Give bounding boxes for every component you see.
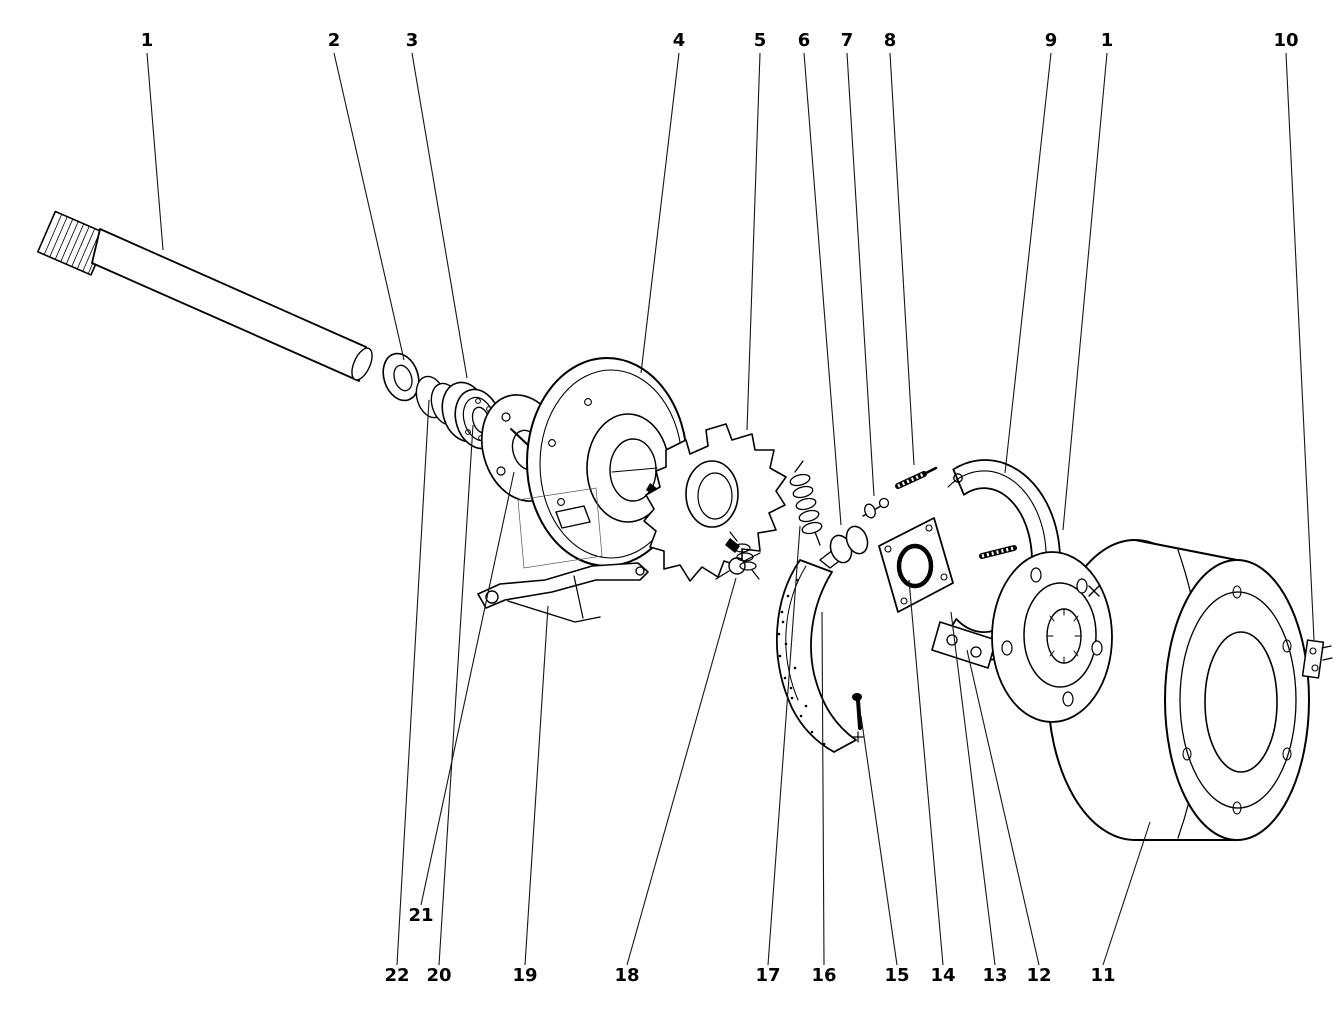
callout-label-21-11: 21 xyxy=(408,905,433,926)
callout-label-1-0: 1 xyxy=(141,30,154,51)
hold-down-pin-drawing xyxy=(852,693,864,743)
brake-shoe-drawing xyxy=(776,545,857,753)
wheel-stud-drawing xyxy=(979,545,1017,559)
callout-label-10-10: 10 xyxy=(1273,30,1298,51)
callout-label-18-15: 18 xyxy=(614,965,639,986)
callout-label-22-12: 22 xyxy=(384,965,409,986)
leader-line-11-22 xyxy=(1102,821,1151,966)
callout-label-19-14: 19 xyxy=(512,965,537,986)
callout-label-4-3: 4 xyxy=(673,30,686,51)
callout-label-14-19: 14 xyxy=(930,965,955,986)
callout-label-20-13: 20 xyxy=(426,965,451,986)
leader-line-9-8 xyxy=(1004,52,1052,474)
axle-shaft-drawing xyxy=(36,210,373,382)
callout-label-2-1: 2 xyxy=(328,30,341,51)
callout-label-6-5: 6 xyxy=(798,30,811,51)
leader-line-16-17 xyxy=(821,611,825,966)
leader-line-12-21 xyxy=(966,649,1040,966)
callout-label-3-2: 3 xyxy=(406,30,419,51)
leader-line-19-14 xyxy=(524,605,549,966)
leader-line-1-9 xyxy=(1062,52,1108,531)
leader-line-22-12 xyxy=(396,399,430,966)
gasket-drawing xyxy=(878,517,954,613)
adjuster-plate-drawing xyxy=(643,423,787,582)
detail-outline xyxy=(517,487,603,569)
leader-line-14-19 xyxy=(908,579,944,966)
leader-line-18-15 xyxy=(626,577,737,966)
hub-drawing xyxy=(991,551,1113,723)
return-spring-lower-drawing xyxy=(729,531,760,580)
leader-line-21-11 xyxy=(420,471,515,906)
leader-line-4-3 xyxy=(640,52,680,374)
leader-line-1-0 xyxy=(146,52,164,251)
callout-label-1-9: 1 xyxy=(1101,30,1114,51)
callout-label-15-18: 15 xyxy=(884,965,909,986)
callout-label-17-16: 17 xyxy=(755,965,780,986)
leader-line-17-16 xyxy=(767,525,801,966)
anchor-bracket-drawing xyxy=(931,621,997,669)
leader-line-6-5 xyxy=(803,52,842,526)
leader-line-13-20 xyxy=(950,611,996,966)
leader-line-8-7 xyxy=(889,52,915,466)
leader-line-3-2 xyxy=(411,52,468,379)
leader-line-7-6 xyxy=(846,52,875,497)
callout-label-5-4: 5 xyxy=(754,30,767,51)
leader-line-15-18 xyxy=(860,715,898,966)
callout-label-11-22: 11 xyxy=(1090,965,1115,986)
leader-line-20-13 xyxy=(438,424,474,966)
wheel-cylinder-parts-drawing xyxy=(829,466,938,564)
leader-line-5-4 xyxy=(746,52,761,431)
leader-line-10-10 xyxy=(1285,52,1315,641)
brake-lever-drawing xyxy=(477,562,649,623)
callout-label-13-20: 13 xyxy=(982,965,1007,986)
callout-label-7-6: 7 xyxy=(841,30,854,51)
callout-label-8-7: 8 xyxy=(884,30,897,51)
callout-label-9-8: 9 xyxy=(1045,30,1058,51)
return-spring-upper-drawing xyxy=(789,460,823,546)
leader-line-2-1 xyxy=(333,52,405,361)
callout-label-12-21: 12 xyxy=(1026,965,1051,986)
fitting-drawing xyxy=(1301,639,1333,679)
washer-drawing xyxy=(382,352,420,402)
callout-label-16-17: 16 xyxy=(811,965,836,986)
